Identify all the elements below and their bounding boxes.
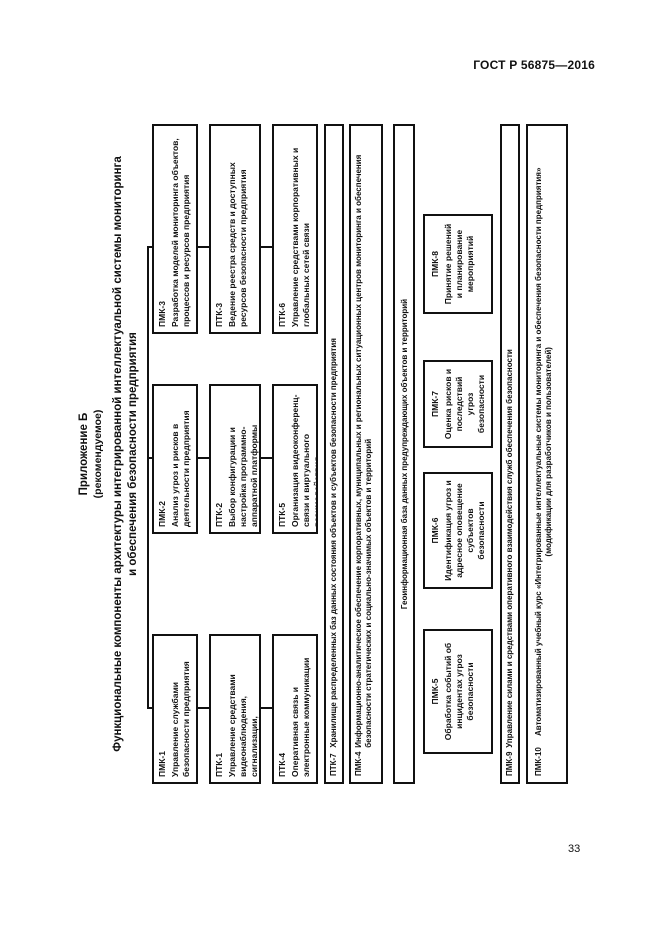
code-ptk5: ПТК-5	[277, 502, 287, 527]
code-pmk3: ПМК-3	[157, 301, 167, 327]
box-pmk1: ПМК-1 Управление службами безопасности п…	[152, 634, 198, 784]
code-ptk3: ПТК-3	[214, 302, 224, 327]
bar-pmk4: ПМК-4 Информационно-аналитическое обеспе…	[349, 124, 383, 784]
connector-col3-b	[261, 246, 272, 248]
text-pmk1: Управление службами безопасности предпри…	[169, 661, 191, 777]
text-pmk5: Обработка событий об инцидентах угроз бе…	[442, 642, 475, 741]
code-pmk2: ПМК-2	[157, 501, 167, 527]
rotated-figure: Приложение Б (рекомендуемое) Функциональ…	[63, 104, 583, 804]
box-ptk3: ПТК-3 Ведение реестра средств и доступны…	[209, 124, 261, 334]
connector-col2-a	[198, 457, 209, 459]
box-pmk7: ПМК-7 Оценка рисков и последствий угроз …	[423, 360, 493, 448]
box-pmk8: ПМК-8 Принятие решений и планирование ме…	[423, 214, 493, 314]
bar-pmk9: ПМК-9 Управление силами и средствами опе…	[500, 124, 520, 784]
code-pmk10: ПМК-10	[534, 747, 543, 776]
standard-designation: ГОСТ Р 56875—2016	[473, 58, 595, 72]
box-ptk6: ПТК-6 Управление средствами корпоративны…	[272, 124, 318, 334]
code-pmk5: ПМК-5	[430, 678, 440, 705]
text-pmk4: Информационно-аналитическое обеспечение …	[354, 154, 373, 748]
text-pmk10: Автоматизированный учебный курс «Интегри…	[534, 167, 553, 736]
code-pmk9: ПМК-9	[505, 751, 514, 776]
appendix-title: Приложение Б	[78, 412, 90, 496]
connector-col1-b	[261, 707, 272, 709]
text-geo-database: Геоинформационная база данных предупрежд…	[400, 298, 409, 610]
code-ptk1: ПТК-1	[214, 752, 224, 777]
code-ptk4: ПТК-4	[277, 752, 287, 777]
code-ptk6: ПТК-6	[277, 302, 287, 327]
box-ptk1: ПТК-1 Управление средствами видеонаблюде…	[209, 634, 261, 784]
box-ptk4: ПТК-4 Оперативная связь и электронные ко…	[272, 634, 318, 784]
code-ptk2: ПТК-2	[214, 502, 224, 527]
code-pmk1: ПМК-1	[157, 751, 167, 777]
page-number: 33	[568, 843, 581, 855]
text-ptk6: Управление средствами корпоративных и гл…	[289, 147, 311, 327]
text-pmk6: Идентификация угроз и адресное оповещени…	[442, 480, 486, 581]
figure-title: Функциональные компоненты архитектуры ин…	[112, 156, 124, 752]
bar-ptk7: ПТК-7 Хранилище распределенных баз данны…	[324, 124, 344, 784]
text-ptk7: Хранилище распределенных баз данных сост…	[329, 338, 338, 748]
figure-title-continued: и обеспечения безопасности предприятия	[127, 332, 139, 576]
connector-col3-a	[198, 246, 209, 248]
code-pmk6: ПМК-6	[430, 517, 440, 544]
text-pmk7: Оценка рисков и последствий угроз безопа…	[442, 368, 486, 440]
top-connector-line	[147, 247, 149, 709]
bar-geo-database: Геоинформационная база данных предупрежд…	[393, 124, 415, 784]
bar-pmk10: ПМК-10 Автоматизированный учебный курс «…	[526, 124, 568, 784]
text-pmk8: Принятие решений и планирование мероприя…	[442, 223, 475, 305]
box-ptk5: ПТК-5 Организация видеоконференц-связи и…	[272, 384, 318, 534]
box-ptk2: ПТК-2 Выбор конфигурации и настройка про…	[209, 384, 261, 534]
code-pmk7: ПМК-7	[430, 391, 440, 417]
text-ptk3: Ведение реестра средств и доступных ресу…	[226, 162, 248, 327]
code-ptk7: ПТК-7	[329, 753, 338, 776]
box-pmk6: ПМК-6 Идентификация угроз и адресное опо…	[423, 472, 493, 589]
connector-col1-a	[198, 707, 209, 709]
box-pmk2: ПМК-2 Анализ угроз и рисков в деятельнос…	[152, 384, 198, 534]
box-pmk5: ПМК-5 Обработка событий об инцидентах уг…	[423, 629, 493, 754]
text-pmk3: Разработка моделей мониторинга объектов,…	[169, 138, 191, 327]
box-pmk3: ПМК-3 Разработка моделей мониторинга объ…	[152, 124, 198, 334]
code-pmk4: ПМК-4	[354, 751, 363, 776]
text-pmk2: Анализ угроз и рисков в деятельности пре…	[169, 410, 191, 527]
text-ptk4: Оперативная связь и электронные коммуник…	[289, 657, 311, 777]
appendix-subtitle: (рекомендуемое)	[92, 409, 104, 499]
text-pmk9: Управление силами и средствами оперативн…	[505, 349, 514, 748]
connector-col2-b	[261, 457, 272, 459]
text-ptk5: Организация видеоконференц-связи и вирту…	[289, 394, 318, 527]
text-ptk2: Выбор конфигурации и настройка программн…	[226, 424, 261, 527]
text-ptk1: Управление средствами видеонаблюдения, с…	[226, 674, 261, 777]
code-pmk8: ПМК-8	[430, 251, 440, 277]
